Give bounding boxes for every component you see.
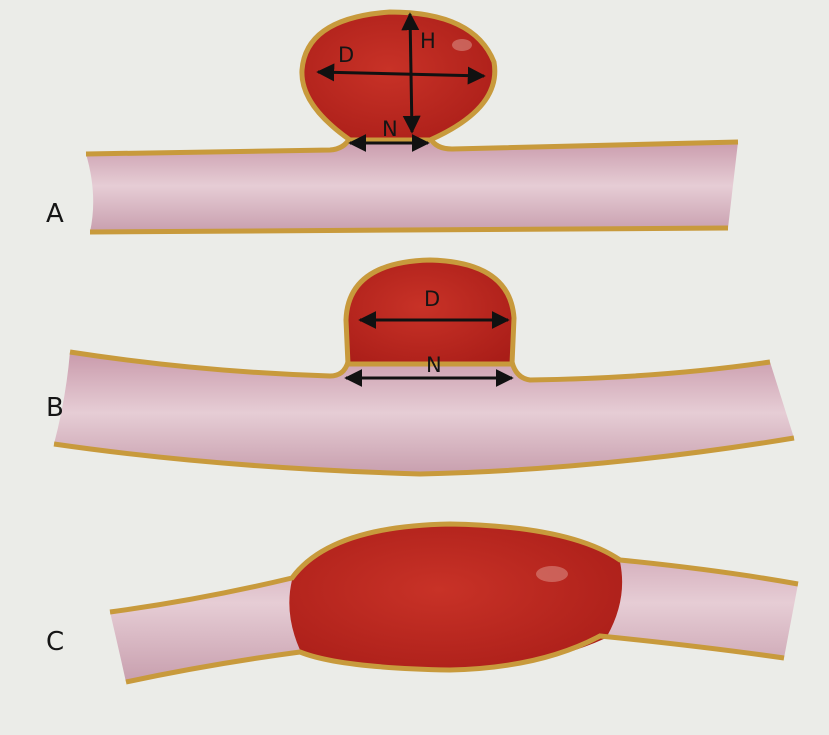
panel-a-label: A: [46, 199, 64, 229]
panel-c-label: C: [46, 627, 64, 657]
panel-a-h-arrow: [410, 14, 412, 132]
panel-b-n-label: N: [426, 353, 442, 377]
panel-a-d-label: D: [338, 43, 354, 67]
panel-b-d-label: D: [424, 287, 440, 311]
panel-b-label: B: [46, 393, 64, 423]
panel-a-h-label: H: [420, 29, 436, 53]
panel-b-aneurysm-sac: [346, 260, 514, 364]
panel-a-n-label: N: [382, 117, 398, 141]
